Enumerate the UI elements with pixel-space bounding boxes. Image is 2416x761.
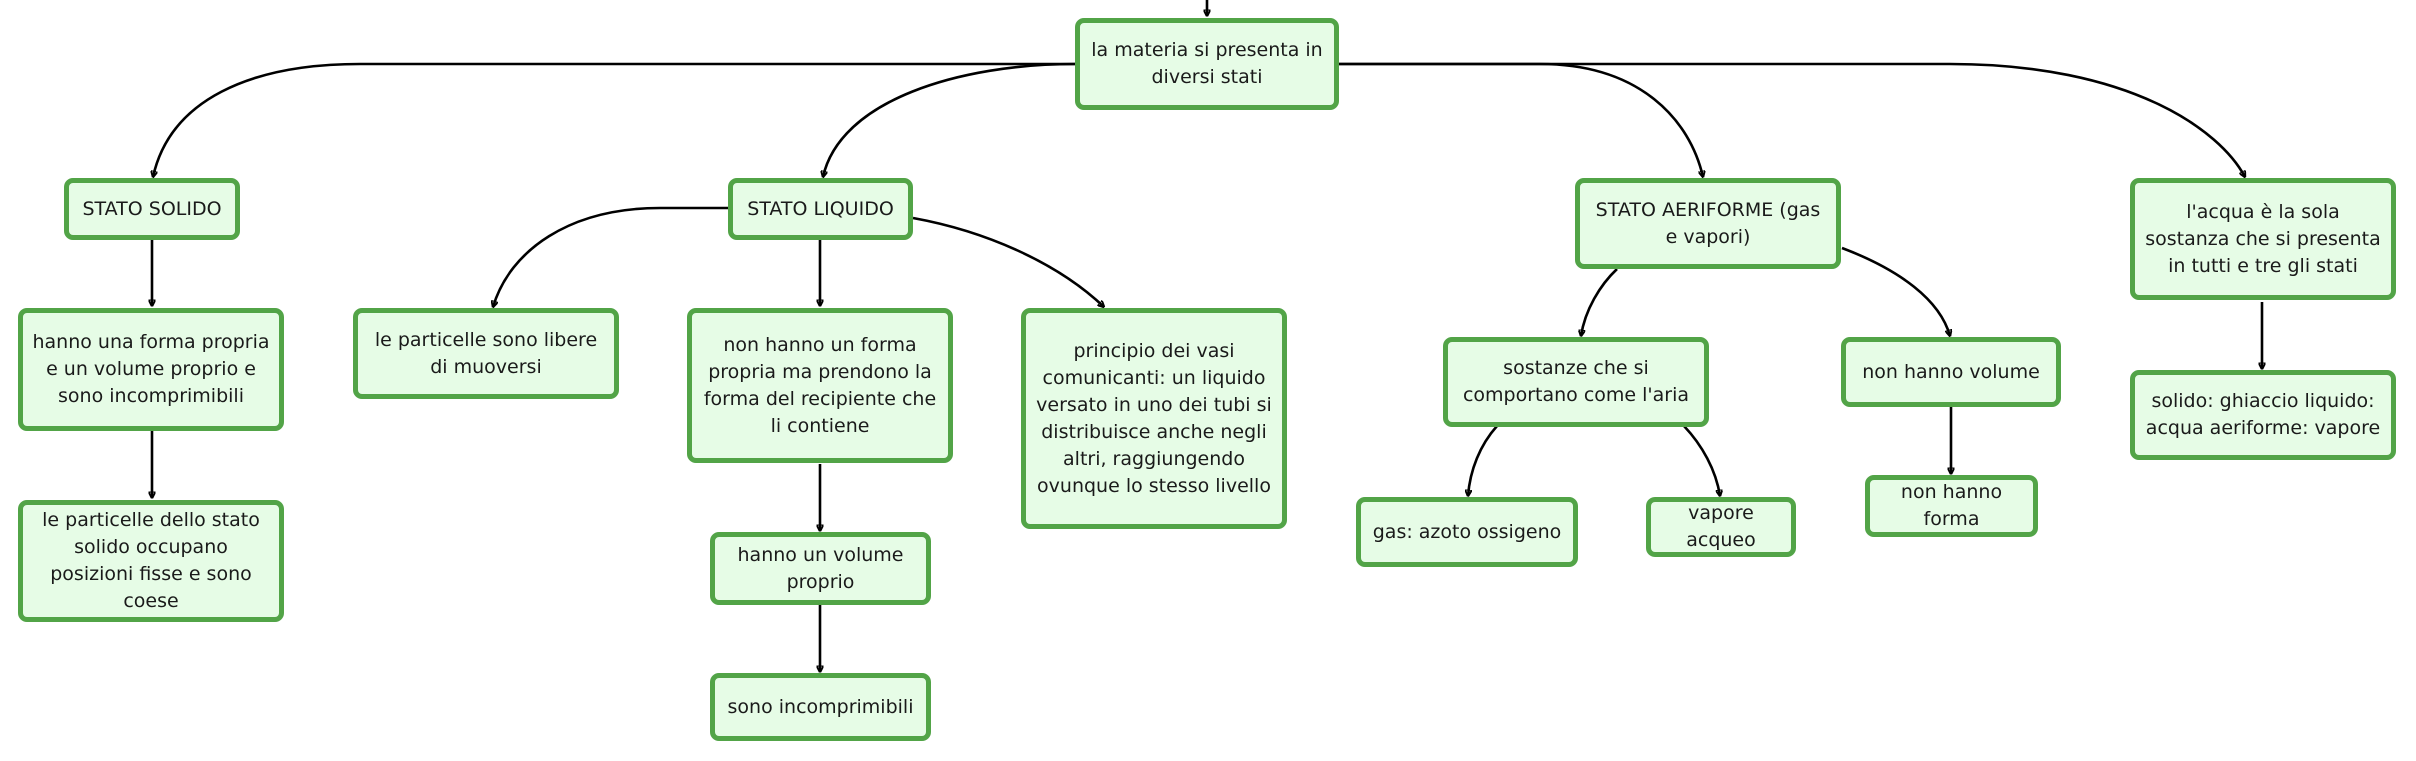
node-liquido-forma[interactable]: non hanno un forma propria ma prendono l… — [687, 308, 953, 463]
edge-root-to-solido — [153, 62, 1075, 177]
node-solido-particelle[interactable]: le particelle dello stato solido occupan… — [18, 500, 284, 622]
edge-sostanze-to-vapore — [1683, 425, 1720, 496]
node-liquido-particelle[interactable]: le particelle sono libere di muoversi — [353, 308, 619, 399]
node-gas[interactable]: gas: azoto ossigeno — [1356, 497, 1578, 567]
edge-aeriforme-to-sostanze — [1581, 268, 1618, 336]
node-non-hanno-volume[interactable]: non hanno volume — [1841, 337, 2061, 407]
edge-sostanze-to-gas — [1468, 425, 1498, 496]
node-vasi-comunicanti[interactable]: principio dei vasi comunicanti: un liqui… — [1021, 308, 1287, 529]
node-root[interactable]: la materia si presenta in diversi stati — [1075, 18, 1339, 110]
node-stato-solido[interactable]: STATO SOLIDO — [64, 178, 240, 240]
edge-liquido-to-particelle — [493, 206, 728, 307]
edge-root-to-aeriforme — [1339, 62, 1703, 177]
edge-aeriforme-to-no-volume — [1841, 246, 1950, 336]
node-stato-liquido[interactable]: STATO LIQUIDO — [728, 178, 913, 240]
node-vapore-acqueo[interactable]: vapore acqueo — [1646, 497, 1796, 557]
edge-root-to-liquido — [823, 62, 1076, 177]
node-acqua-tre-stati[interactable]: l'acqua è la sola sostanza che si presen… — [2130, 178, 2396, 300]
node-sostanze-aria[interactable]: sostanze che si comportano come l'aria — [1443, 337, 1709, 427]
node-solido-forma-volume[interactable]: hanno una forma propria e un volume prop… — [18, 308, 284, 431]
node-liquido-volume[interactable]: hanno un volume proprio — [710, 532, 931, 605]
node-acqua-stati[interactable]: solido: ghiaccio liquido: acqua aeriform… — [2130, 370, 2396, 460]
node-liquido-incomprimibili[interactable]: sono incomprimibili — [710, 673, 931, 741]
node-stato-aeriforme[interactable]: STATO AERIFORME (gas e vapori) — [1575, 178, 1841, 269]
edge-root-to-acqua — [1339, 62, 2245, 177]
edge-liquido-to-vasi — [912, 216, 1104, 307]
node-non-hanno-forma[interactable]: non hanno forma — [1865, 475, 2038, 537]
